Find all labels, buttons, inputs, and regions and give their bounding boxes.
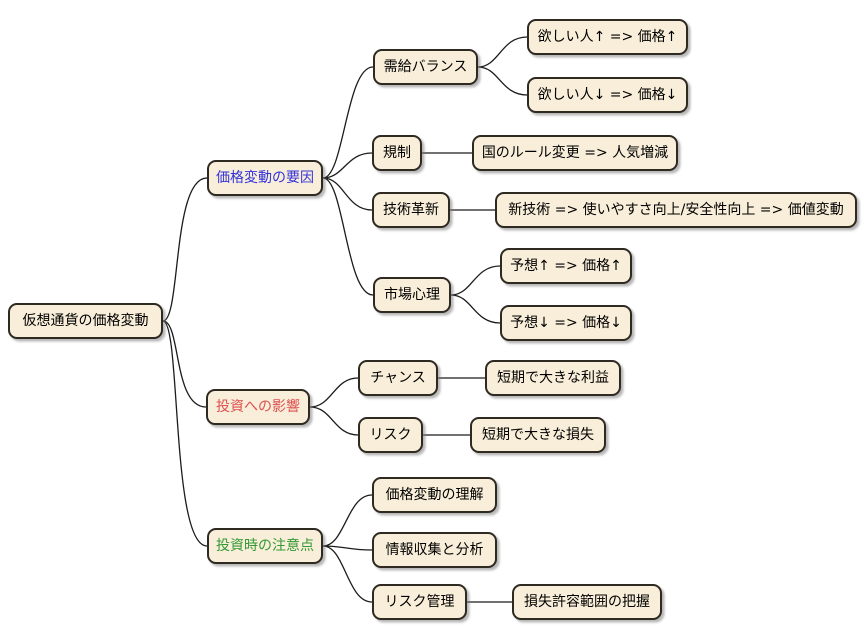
node-demand-down: 欲しい人↓ => 価格↓ <box>527 77 688 113</box>
node-demand-up: 欲しい人↑ => 価格↑ <box>527 19 688 55</box>
connector-root-impact <box>162 320 207 408</box>
node-supply-demand: 需給バランス <box>373 49 478 85</box>
node-info-analysis: 情報収集と分析 <box>372 532 497 568</box>
node-forecast-down: 予想↓ => 価格↓ <box>500 305 632 341</box>
node-investment-impact: 投資への影響 <box>206 389 310 425</box>
node-big-profit: 短期で大きな利益 <box>485 360 621 396</box>
connector-cautions-riskmgmt <box>322 545 373 603</box>
connector-factors-sentiment <box>322 177 374 296</box>
node-price-factors: 価格変動の要因 <box>207 160 323 196</box>
connector-root-cautions <box>162 320 208 547</box>
node-regulation: 規制 <box>372 135 422 171</box>
connector-cautions-understand <box>322 494 373 547</box>
node-technology: 技術革新 <box>372 192 450 228</box>
node-loss-tolerance: 損失許容範囲の把握 <box>512 584 662 620</box>
node-risk: リスク <box>358 417 423 453</box>
node-regulation-effect: 国のルール変更 => 人気増減 <box>472 135 678 171</box>
connector-sentiment-up <box>450 265 501 296</box>
connector-sentiment-down <box>450 294 501 324</box>
node-risk-management: リスク管理 <box>372 584 467 620</box>
node-root: 仮想通貨の価格変動 <box>8 303 163 339</box>
connector-supply-up <box>477 36 528 68</box>
connector-factors-supply <box>322 66 374 179</box>
connector-supply-down <box>477 66 528 96</box>
connector-factors-regulation <box>322 152 373 179</box>
node-chance: チャンス <box>358 360 438 396</box>
connector-impact-risk <box>309 406 359 436</box>
node-big-loss: 短期で大きな損失 <box>470 417 606 453</box>
connector-factors-technology <box>322 177 373 211</box>
node-market-sentiment: 市場心理 <box>373 277 451 313</box>
connector-cautions-info <box>322 545 373 551</box>
node-technology-effect: 新技術 => 使いやすさ向上/安全性向上 => 価値変動 <box>495 192 857 228</box>
node-investment-cautions: 投資時の注意点 <box>207 528 323 564</box>
connector-root-factors <box>162 177 208 322</box>
node-forecast-up: 予想↑ => 価格↑ <box>500 248 632 284</box>
connector-impact-chance <box>309 377 359 408</box>
node-understand-volatility: 価格変動の理解 <box>372 477 497 513</box>
